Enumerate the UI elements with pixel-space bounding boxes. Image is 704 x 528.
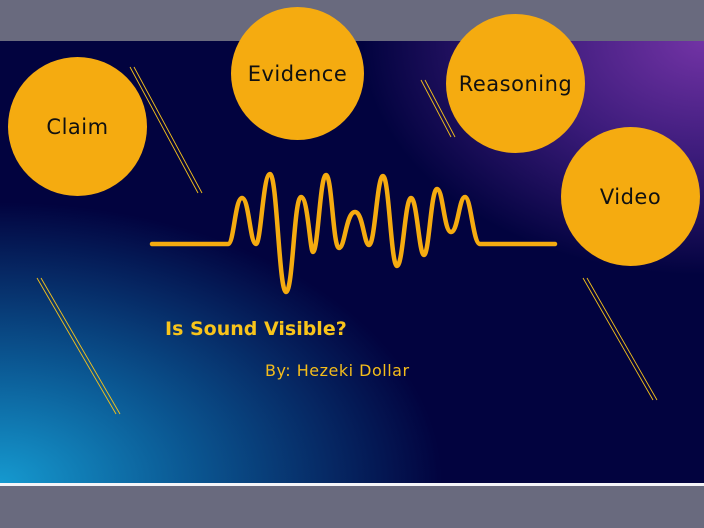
sound-wave-icon <box>149 171 558 295</box>
evidence-label: Evidence <box>247 61 348 86</box>
reasoning-label: Reasoning <box>458 71 573 96</box>
claim-circle[interactable]: Claim <box>8 57 147 196</box>
claim-label: Claim <box>46 114 109 139</box>
double-line-bottom-right <box>582 277 658 401</box>
slide-title: Is Sound Visible? <box>165 318 347 340</box>
author-byline: By: Hezeki Dollar <box>265 361 410 380</box>
reasoning-circle[interactable]: Reasoning <box>446 14 585 153</box>
double-line-top-center <box>420 79 456 138</box>
double-line-bottom-left <box>36 277 121 415</box>
evidence-circle[interactable]: Evidence <box>231 7 364 140</box>
slide-bottom-border <box>0 483 704 486</box>
video-label: Video <box>599 184 662 209</box>
double-line-top-left <box>129 66 203 194</box>
video-circle[interactable]: Video <box>561 127 700 266</box>
